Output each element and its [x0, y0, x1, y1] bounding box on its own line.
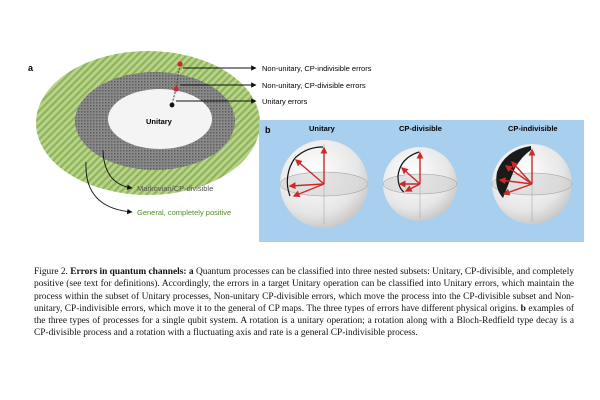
- unitary-error-dot: [169, 102, 175, 108]
- middle-region-label: Markovian/CP-divisible: [137, 184, 213, 193]
- caption-part-b-text: examples of the three types of processes…: [34, 303, 575, 339]
- bloch-sphere-cp-indivisible: [491, 144, 573, 224]
- callout-cp-divisible: [102, 149, 133, 190]
- sphere-title-cp-divisible: CP-divisible: [399, 124, 442, 133]
- outer-region-label: General, completely positive: [137, 208, 231, 217]
- bloch-sphere-cp-divisible: [382, 147, 458, 221]
- caption-part-a-text: Quantum processes can be classified into…: [34, 267, 575, 314]
- unitary-region: [108, 89, 212, 149]
- panel-b-label: b: [265, 125, 271, 135]
- unitary-region-label: Unitary: [146, 117, 173, 126]
- caption-figure-label: Figure 2.: [34, 267, 68, 277]
- panel-a-label: a: [28, 63, 34, 73]
- sphere-title-cp-indivisible: CP-indivisible: [508, 124, 558, 133]
- cp-indivisible-error-dot: [177, 61, 183, 67]
- figure-caption: Figure 2. Errors in quantum channels: a …: [34, 266, 574, 340]
- caption-part-b-label: b: [520, 303, 526, 314]
- callout-general: [85, 161, 133, 215]
- caption-part-a-label: a: [188, 267, 194, 277]
- bloch-sphere-unitary: [279, 140, 369, 228]
- legend-non-unitary: Non-unitary, CP-indivisible errors: [262, 64, 372, 73]
- figure: a Unitary Non-unitary, CP-indivisible er…: [28, 51, 584, 242]
- caption-bold-title: Errors in quantum channels:: [70, 267, 187, 277]
- legend-cp-divisible: Non-unitary, CP-divisible errors: [262, 81, 366, 90]
- cp-divisible-error-dot: [173, 86, 179, 92]
- legend-unitary: Unitary errors: [262, 97, 308, 106]
- sphere-title-unitary: Unitary: [309, 124, 336, 133]
